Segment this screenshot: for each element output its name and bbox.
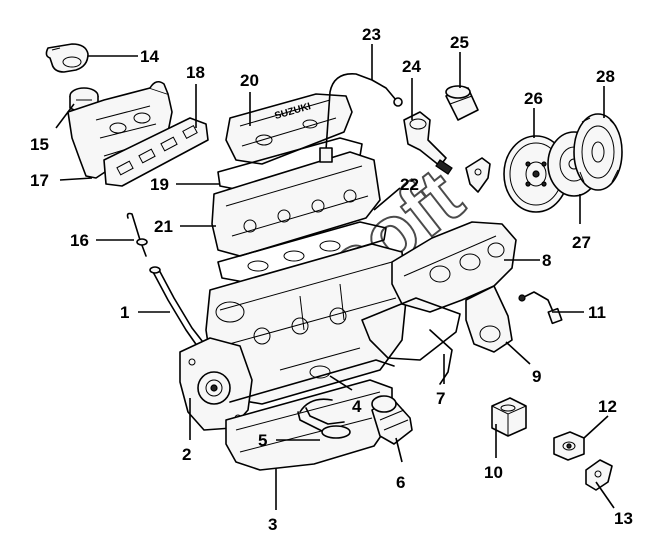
callout-14: 14 bbox=[140, 47, 159, 66]
callout-18: 18 bbox=[186, 63, 205, 82]
sensor-bracket bbox=[465, 157, 491, 193]
part-22-head-gasket bbox=[217, 221, 387, 283]
callout-25: 25 bbox=[450, 33, 469, 52]
leader-6 bbox=[395, 437, 403, 463]
part-4-oil-pan-gasket bbox=[229, 359, 395, 403]
part-1-dipstick-tube bbox=[149, 266, 207, 351]
callout-17: 17 bbox=[30, 171, 49, 190]
callout-16: 16 bbox=[70, 231, 89, 250]
callout-21: 21 bbox=[154, 217, 173, 236]
leader-17 bbox=[59, 177, 93, 181]
callout-8: 8 bbox=[542, 251, 551, 270]
part-24-sender-unit bbox=[403, 111, 453, 175]
part-2-timing-cover bbox=[179, 337, 253, 431]
leader-15 bbox=[55, 103, 75, 129]
part-6-oil-filter bbox=[371, 395, 413, 445]
callout-2: 2 bbox=[182, 445, 191, 464]
part-9-exhaust-flange bbox=[465, 285, 513, 353]
callout-12: 12 bbox=[598, 397, 617, 416]
leader-lines bbox=[55, 44, 615, 510]
callout-9: 9 bbox=[532, 367, 541, 386]
part-21-cylinder-head bbox=[211, 151, 381, 257]
part-12-mount-bushing bbox=[553, 431, 585, 461]
part-8-exhaust-manifold bbox=[391, 221, 517, 313]
part-13-mount-bracket bbox=[585, 459, 613, 491]
callout-5: 5 bbox=[258, 431, 267, 450]
callout-20: 20 bbox=[240, 71, 259, 90]
callout-13: 13 bbox=[614, 509, 633, 528]
callout-10: 10 bbox=[484, 463, 503, 482]
callout-27: 27 bbox=[572, 233, 591, 252]
leader-4 bbox=[329, 375, 353, 391]
callout-15: 15 bbox=[30, 135, 49, 154]
callout-6: 6 bbox=[396, 473, 405, 492]
part-16-dipstick bbox=[126, 212, 148, 257]
part-23-sensor-lead bbox=[319, 73, 403, 163]
leader-22 bbox=[373, 187, 401, 211]
part-10-engine-mount bbox=[491, 397, 527, 437]
callout-labels: 14 15 17 18 20 19 21 23 24 25 26 28 27 2… bbox=[30, 25, 633, 534]
callout-19: 19 bbox=[150, 175, 169, 194]
callout-24: 24 bbox=[402, 57, 421, 76]
part-11-oxygen-sensor bbox=[518, 291, 563, 325]
part-25-filter-cap bbox=[445, 85, 479, 121]
part-20-head-cover: SUZUKI bbox=[225, 93, 353, 165]
callout-1: 1 bbox=[120, 303, 129, 322]
callout-23: 23 bbox=[362, 25, 381, 44]
leader-13 bbox=[595, 481, 615, 509]
leader-9 bbox=[505, 341, 531, 365]
callout-28: 28 bbox=[596, 67, 615, 86]
callout-4: 4 bbox=[352, 397, 362, 416]
callout-3: 3 bbox=[268, 515, 277, 534]
part-18-intake-gasket bbox=[103, 117, 209, 187]
leader-12 bbox=[583, 415, 609, 439]
engine-block bbox=[205, 243, 407, 405]
callout-7: 7 bbox=[436, 389, 445, 408]
callout-11: 11 bbox=[588, 303, 606, 322]
part-5-oil-strainer bbox=[297, 398, 351, 439]
part-28-pressure-plate bbox=[573, 113, 623, 191]
callout-22: 22 bbox=[400, 175, 419, 194]
callout-26: 26 bbox=[524, 89, 543, 108]
part-14-water-outlet bbox=[45, 43, 89, 73]
